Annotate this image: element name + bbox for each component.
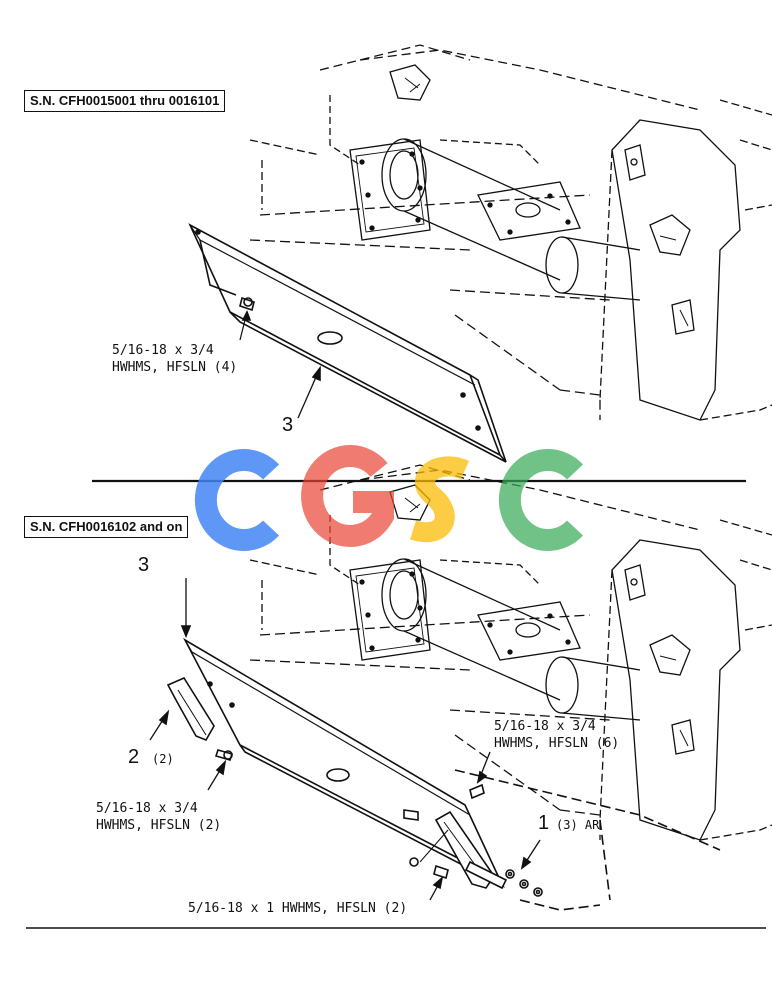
item-number-1: 1 [538, 812, 550, 834]
watermark-letter-s-yellow [410, 456, 470, 543]
watermark-letter-c-green [498, 449, 584, 551]
watermark-letter-c-blue [194, 449, 280, 551]
item-number-2: 2 [128, 746, 140, 768]
serial-range-label-bottom: S.N. CFH0016102 and on [24, 516, 189, 538]
callout-long-screws: 5/16-18 x 1 HWHMS, HFSLN (2) [188, 901, 408, 916]
item-quantity-2: (2) [152, 752, 174, 766]
item-quantity-1: (3) AR [556, 818, 600, 832]
item-number-3-bottom: 3 [138, 554, 150, 576]
shield-panel-top [188, 223, 507, 463]
serial-range-label-top: S.N. CFH0015001 thru 0016101 [24, 90, 226, 112]
item-number-3-top: 3 [282, 414, 294, 436]
callout-screws-top: 5/16-18 x 3/4 HWHMS, HFSLN (4) [112, 343, 238, 375]
callout-screws-right: 5/16-18 x 3/4 HWHMS, HFSLN (6) [494, 719, 620, 751]
shield-panel-bottom [149, 578, 721, 911]
cgsc-watermark-logo [194, 445, 584, 551]
watermark-letter-g-red [301, 445, 394, 547]
callout-screws-left: 5/16-18 x 3/4 HWHMS, HFSLN (2) [96, 801, 222, 833]
